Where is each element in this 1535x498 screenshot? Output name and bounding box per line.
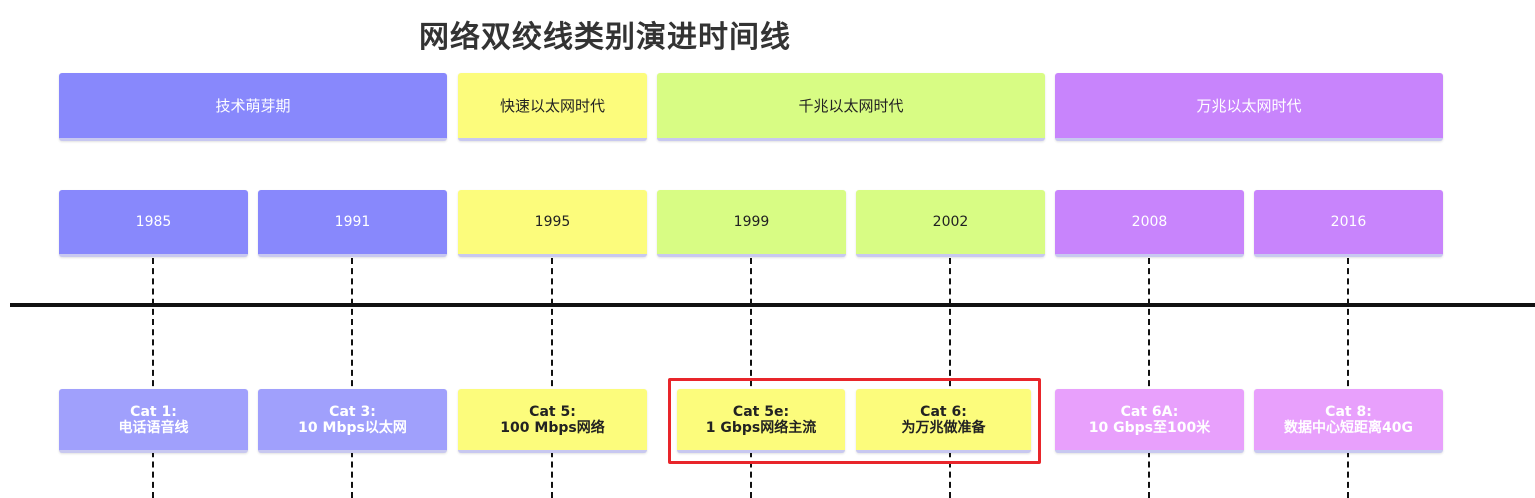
year-2008: 2008	[1055, 190, 1244, 257]
event-cat3: Cat 3: 10 Mbps以太网	[258, 389, 447, 453]
event-cat8-label: Cat 8:	[1325, 403, 1372, 420]
event-cat1: Cat 1: 电话语音线	[59, 389, 248, 453]
connector-2008	[1148, 258, 1150, 498]
timeline-axis	[10, 303, 1535, 307]
event-cat1-label: Cat 1:	[130, 403, 177, 420]
event-cat6-label: Cat 6:	[920, 403, 967, 420]
year-2016: 2016	[1254, 190, 1443, 257]
year-1995: 1995	[458, 190, 647, 257]
event-cat1-desc: 电话语音线	[118, 419, 189, 436]
diagram-title: 网络双绞线类别演进时间线	[419, 20, 791, 55]
connector-1985	[152, 258, 154, 498]
event-cat3-label: Cat 3:	[329, 403, 376, 420]
connector-1991	[351, 258, 353, 498]
event-cat5e-label: Cat 5e:	[732, 403, 790, 420]
event-cat5e-desc: 1 Gbps网络主流	[705, 419, 817, 436]
event-cat8: Cat 8: 数据中心短距离40G	[1254, 389, 1443, 453]
event-cat6a: Cat 6A: 10 Gbps至100米	[1055, 389, 1244, 453]
year-1991: 1991	[258, 190, 447, 257]
year-1999: 1999	[657, 190, 846, 257]
event-cat6a-desc: 10 Gbps至100米	[1088, 419, 1211, 436]
event-cat8-desc: 数据中心短距离40G	[1284, 419, 1413, 436]
connector-2016	[1347, 258, 1349, 498]
period-fast-ethernet: 快速以太网时代	[458, 73, 647, 141]
event-cat5e: Cat 5e: 1 Gbps网络主流	[677, 389, 845, 453]
period-10g-ethernet: 万兆以太网时代	[1055, 73, 1443, 141]
event-cat5: Cat 5: 100 Mbps网络	[458, 389, 647, 453]
year-1985: 1985	[59, 190, 248, 257]
period-tech-sprout: 技术萌芽期	[59, 73, 447, 141]
event-cat3-desc: 10 Mbps以太网	[298, 419, 407, 436]
event-cat5-desc: 100 Mbps网络	[500, 419, 605, 436]
year-2002: 2002	[856, 190, 1045, 257]
event-cat6-desc: 为万兆做准备	[901, 419, 986, 436]
connector-1995	[551, 258, 553, 498]
period-gigabit-ethernet: 千兆以太网时代	[657, 73, 1045, 141]
event-cat6a-label: Cat 6A:	[1120, 403, 1179, 420]
event-cat5-label: Cat 5:	[529, 403, 576, 420]
highlight-box	[668, 378, 1041, 464]
event-cat6: Cat 6: 为万兆做准备	[856, 389, 1031, 453]
